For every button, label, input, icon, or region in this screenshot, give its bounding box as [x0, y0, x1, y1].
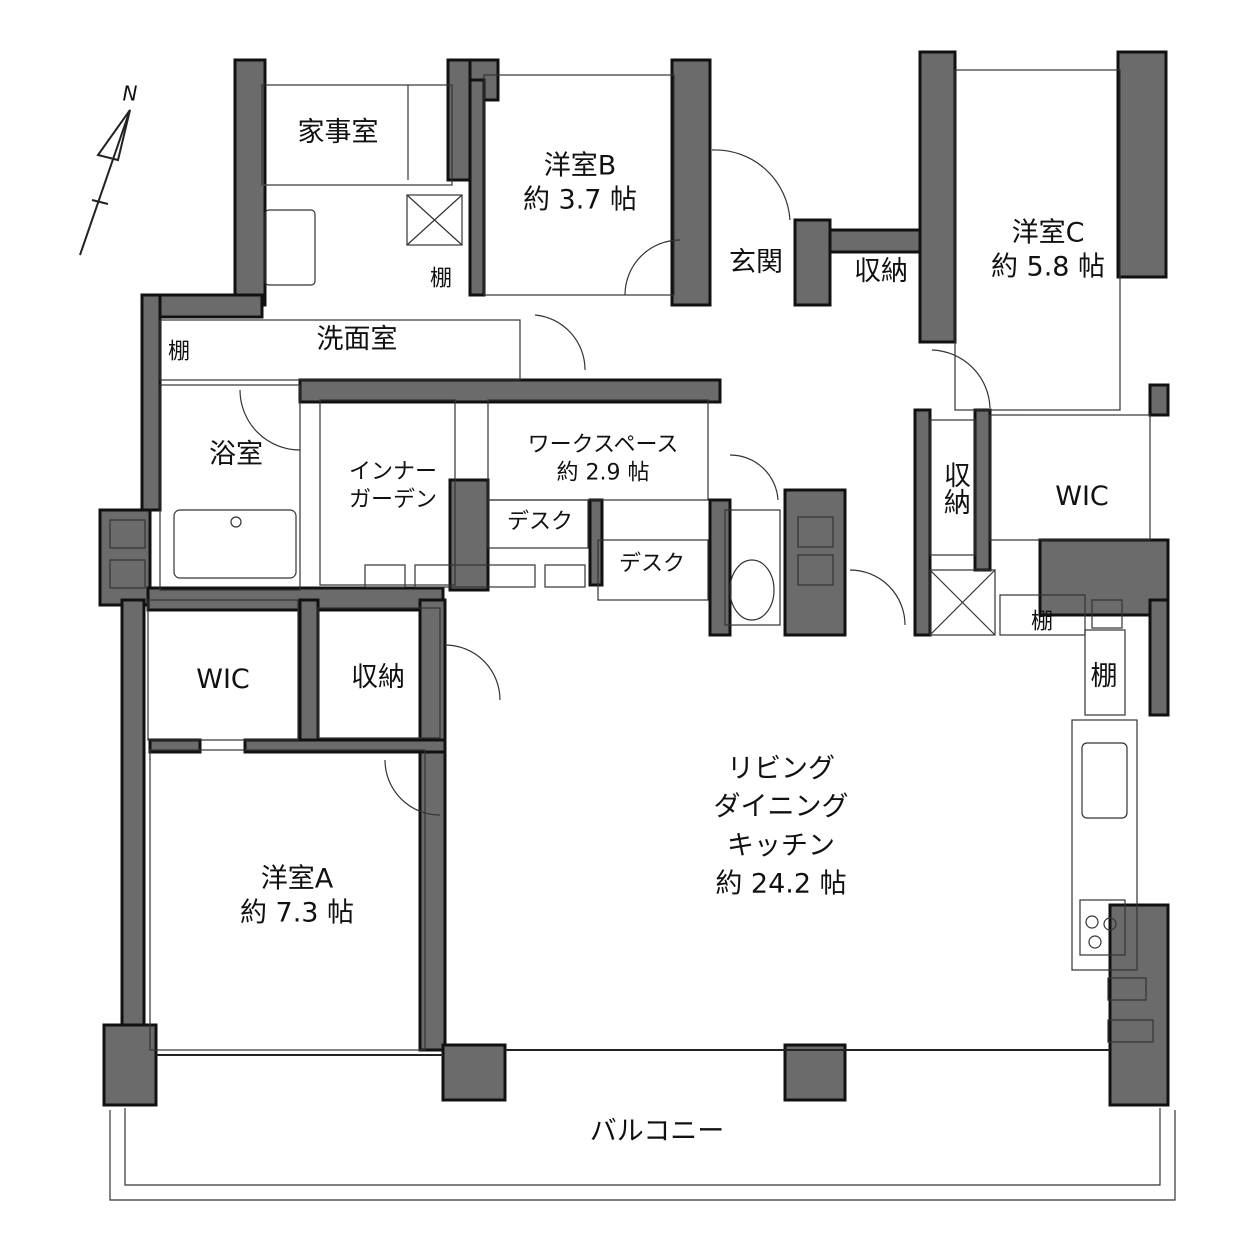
room-name: 洋室A: [260, 863, 334, 895]
room-kajishitsu: 家事室: [297, 117, 379, 149]
label-line: キッチン: [727, 830, 835, 861]
label-line: ガーデン: [348, 487, 438, 512]
desk-2: デスク: [618, 551, 686, 577]
room-storage-a: 収納: [351, 662, 405, 694]
label-line: リビング: [727, 753, 835, 785]
room-wic-a: WIC: [196, 664, 250, 696]
room-outlines: [109, 69, 1154, 1056]
room-wic-c: WIC: [1055, 481, 1109, 513]
room-senmenshitsu: 洗面室: [316, 324, 398, 356]
room-storage-hall: 収納: [938, 461, 970, 515]
north-arrow-icon: [79, 109, 131, 256]
room-size: 約 7.3 帖: [239, 897, 355, 928]
room-size: 約 24.2 帖: [715, 868, 847, 900]
room-storage-entry: 収納: [854, 256, 908, 288]
label-line: インナー: [348, 459, 438, 485]
shelf-left: 棚: [167, 339, 191, 365]
room-name: ワークスペース: [527, 432, 679, 458]
shelf-k2: 棚: [1090, 661, 1118, 693]
room-size: 約 5.8 帖: [990, 251, 1106, 282]
room-size: 約 2.9 帖: [556, 460, 650, 485]
desk-1: デスク: [506, 509, 574, 535]
room-size: 約 3.7 帖: [522, 184, 638, 215]
room-workspace: ワークスペース約 2.9 帖: [528, 432, 679, 487]
balcony-outline: [109, 1108, 1176, 1201]
compass-label: N: [122, 81, 138, 106]
shelf-wash: 棚: [429, 266, 453, 292]
room-name: 洋室B: [543, 150, 617, 182]
balcony-label: バルコニー: [589, 1116, 725, 1148]
room-name: 洋室C: [1011, 217, 1085, 249]
label-line: ダイニング: [713, 791, 849, 823]
walls: [98, 50, 1170, 1107]
room-genkan: 玄関: [729, 247, 783, 279]
room-bathroom: 浴室: [209, 439, 263, 471]
room-ldk: リビングダイニングキッチン約 24.2 帖: [714, 750, 849, 903]
room-inner-garden: インナーガーデン: [349, 459, 437, 514]
shelf-k1: 棚: [1030, 609, 1054, 635]
